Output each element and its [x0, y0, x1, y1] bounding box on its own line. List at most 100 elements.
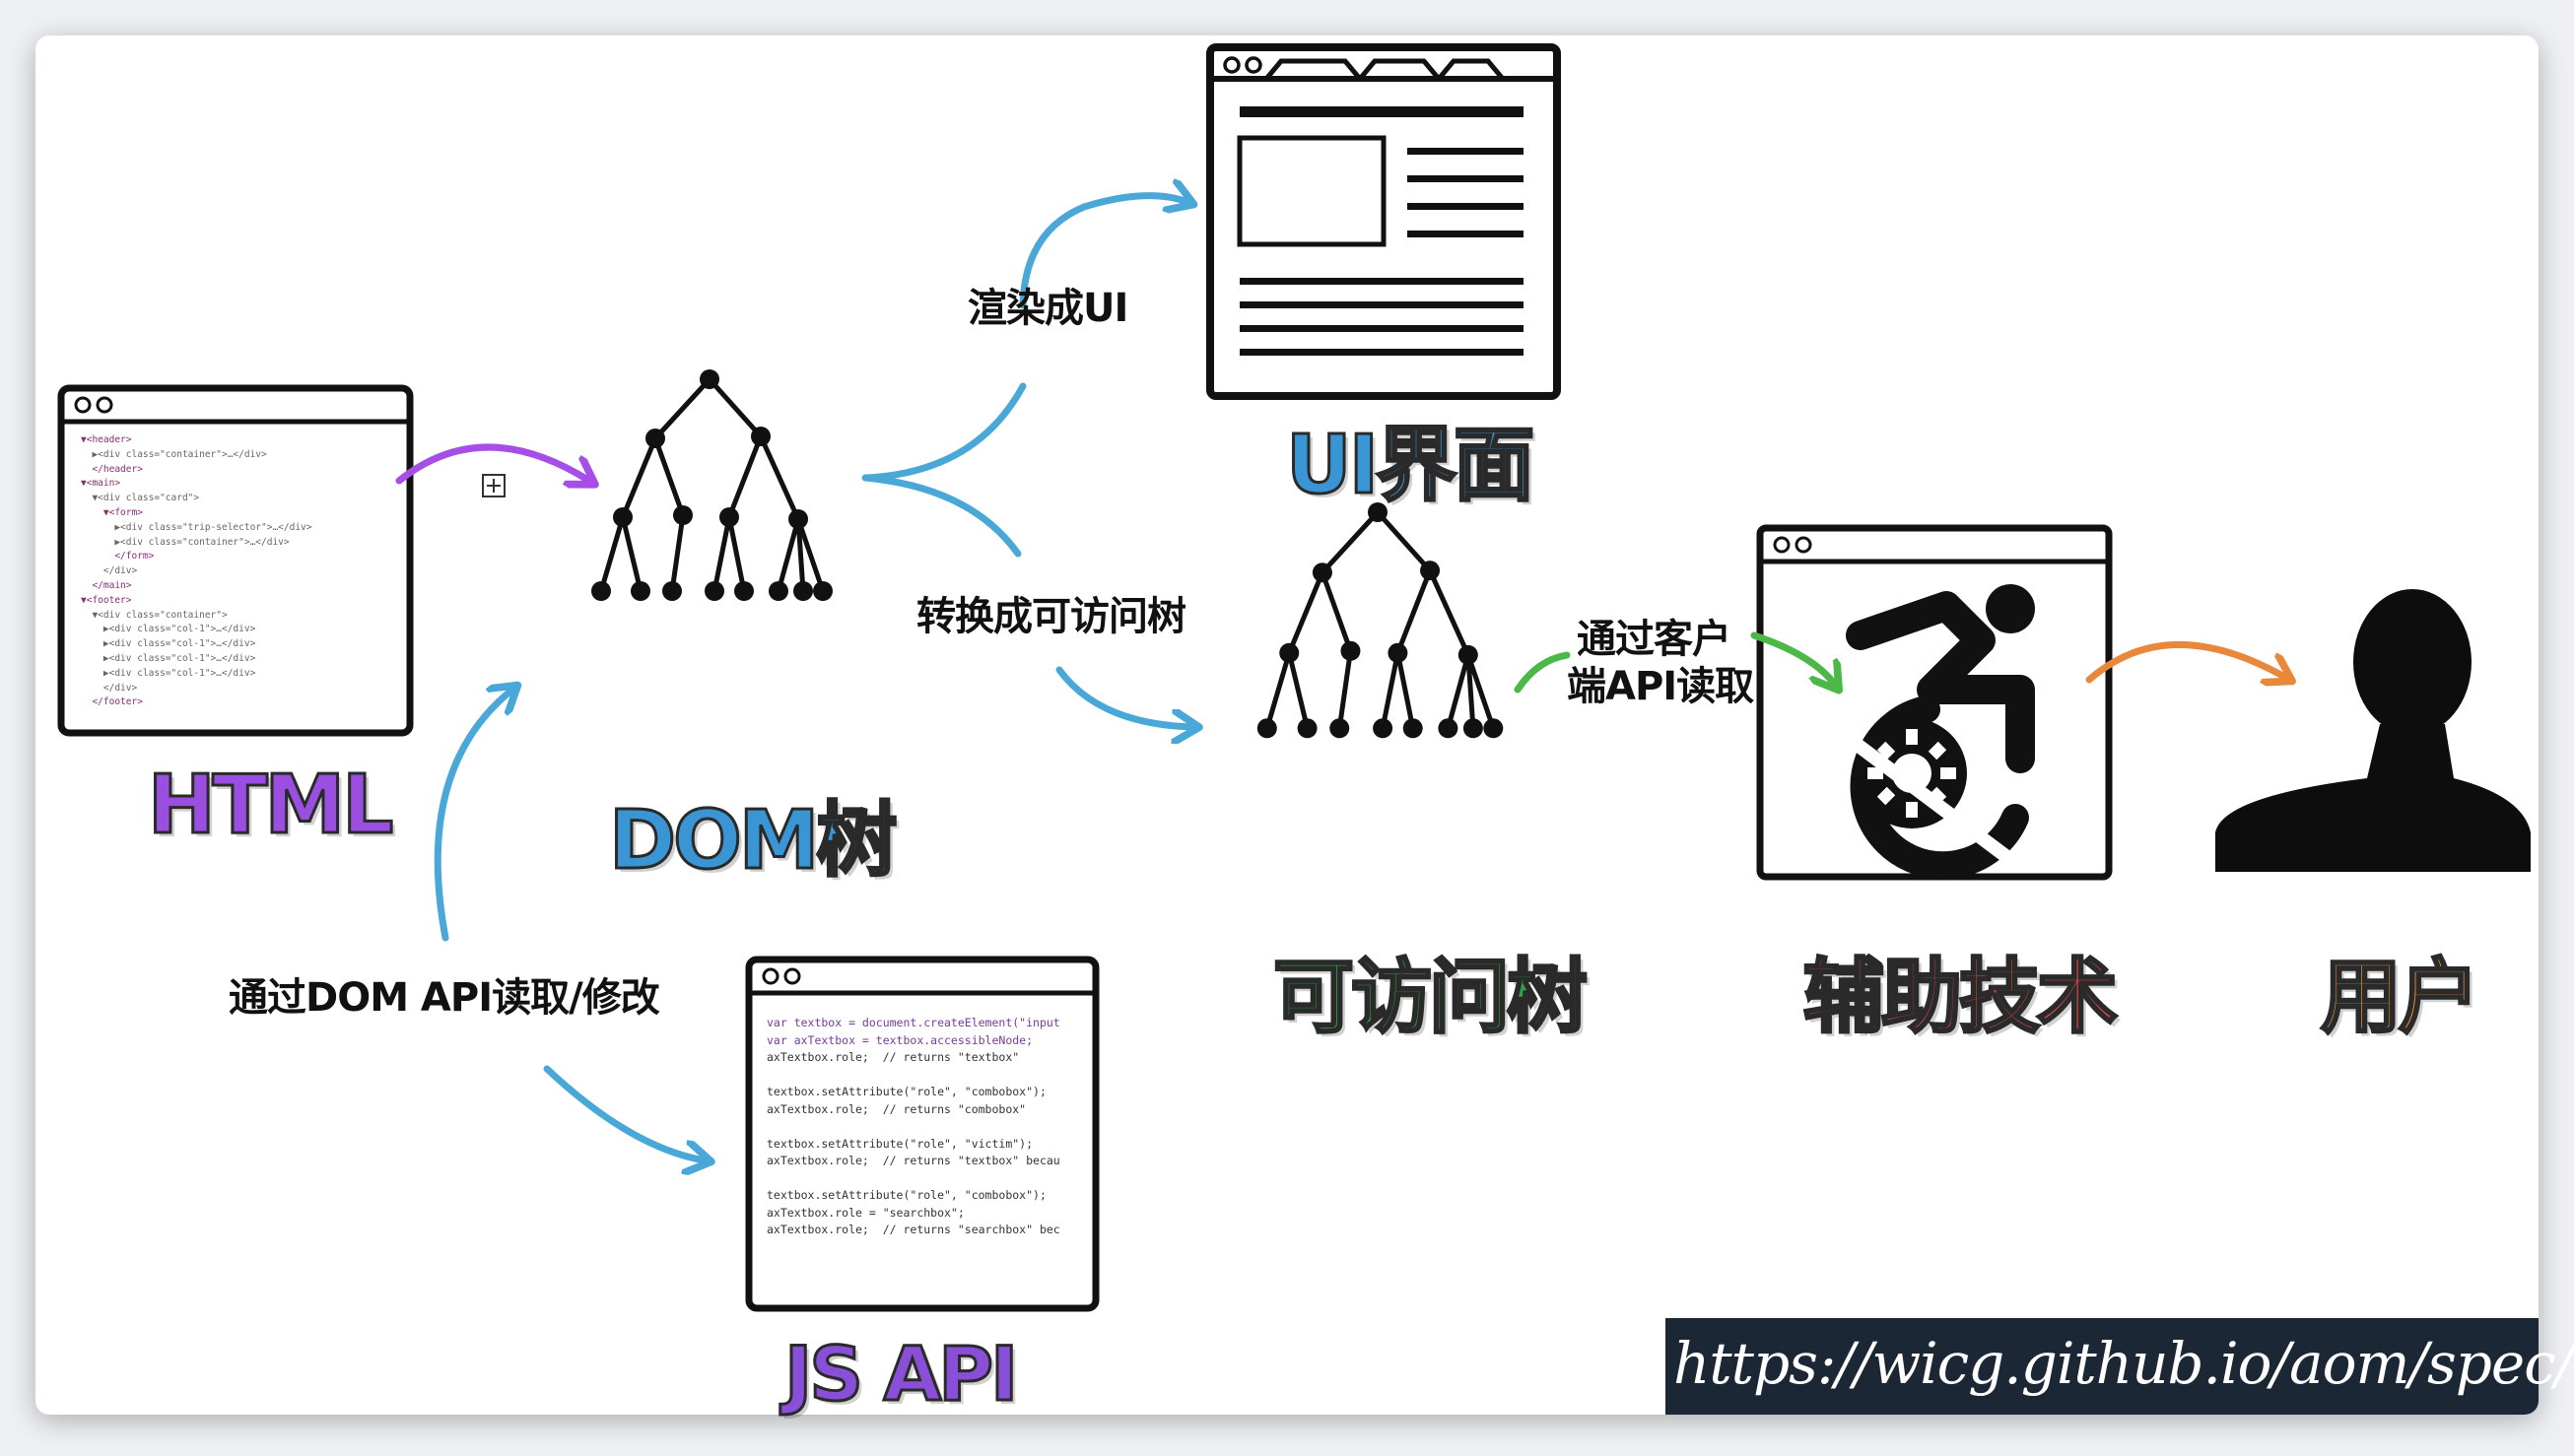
js-to-dom-arrow — [434, 690, 512, 942]
html-source-code: ▼<header> ▶<div class="container">…</div… — [81, 433, 396, 729]
wheelchair-icon — [1818, 584, 2035, 880]
code-line — [767, 1170, 1097, 1188]
tree-node — [1373, 718, 1393, 739]
tree-node — [1483, 718, 1504, 739]
tree-edge — [726, 514, 747, 594]
tree-node — [673, 505, 693, 525]
code-line: axTextbox.role; // returns "combobox" — [767, 1101, 1027, 1116]
tree-edge — [711, 514, 732, 594]
tree-node — [719, 507, 739, 527]
tree-edge — [1394, 567, 1433, 656]
tree-edge — [598, 514, 626, 594]
dom-api-read-modify-label: 通过DOM API读取/修改 — [229, 975, 660, 1021]
tree-edge — [1394, 650, 1416, 731]
code-line: ▼<form> — [81, 506, 143, 518]
tree-node — [734, 581, 754, 601]
tree-edge — [1320, 569, 1353, 654]
convert-to-ax-label: 转换成可访问树 — [916, 594, 1186, 639]
code-line: ▼<footer> — [81, 594, 132, 606]
code-line: </header> — [81, 463, 143, 475]
tree-node — [645, 429, 665, 448]
ax-tree-icon — [1256, 502, 1504, 739]
code-line: </form> — [81, 551, 155, 563]
dom-to-js-arrow — [543, 1065, 705, 1160]
code-line: var axTextbox = textbox.accessibleNode; — [767, 1032, 1034, 1047]
tree-node — [769, 581, 788, 601]
tree-edge — [1465, 652, 1496, 731]
tree-edge — [1336, 648, 1353, 731]
ax-tree-label: 可访问树 — [1271, 950, 1589, 1046]
tree-node — [788, 509, 808, 529]
code-line: axTextbox.role = "searchbox"; — [767, 1205, 965, 1220]
code-line: ▶<div class="col-1">…</div> — [81, 624, 256, 635]
tree-node — [631, 581, 650, 601]
tree-edge — [1264, 650, 1292, 731]
tree-node — [1462, 718, 1483, 739]
tree-node — [1329, 718, 1350, 739]
js-api-code: var textbox = document.createElement("in… — [767, 1015, 1097, 1300]
tree-node — [591, 581, 611, 601]
dom-tree-label: DOM树 — [607, 793, 898, 890]
code-line: ▶<div class="trip-selector">…</div> — [81, 521, 312, 533]
ax-to-at-arrow-head — [1750, 631, 1835, 685]
tree-edge — [1445, 652, 1471, 731]
tree-edge — [669, 512, 686, 594]
tree-node — [793, 581, 813, 601]
code-line: ▶<div class="col-1">…</div> — [81, 667, 256, 679]
code-line: ▶<div class="container">…</div> — [81, 536, 290, 548]
code-line — [767, 1067, 1097, 1085]
code-line: textbox.setAttribute("role", "combobox")… — [767, 1085, 1047, 1098]
at-to-user-arrow — [2085, 641, 2286, 680]
tree-node — [813, 581, 833, 601]
dom-tree-icon — [591, 369, 833, 601]
tree-node — [1256, 718, 1277, 739]
html-to-dom-arrow — [395, 443, 589, 481]
tree-node — [1312, 563, 1332, 583]
code-line: </div> — [81, 682, 138, 694]
tree-edge — [620, 514, 644, 594]
tree-edge — [707, 376, 764, 439]
code-line: </div> — [81, 565, 138, 577]
tree-edge — [1286, 569, 1325, 656]
code-line: ▼<main> — [81, 478, 121, 490]
tree-node — [613, 507, 633, 527]
code-line: ▶<div class="container">…</div> — [81, 448, 267, 460]
ax-to-at-arrow — [1514, 651, 1571, 694]
tree-edge — [795, 516, 826, 594]
code-line: axTextbox.role; // returns "textbox" — [767, 1050, 1020, 1064]
tree-node — [1368, 502, 1388, 522]
tree-node — [1457, 644, 1478, 665]
js-api-label: JS API — [782, 1329, 1019, 1420]
tree-edge — [758, 433, 801, 522]
tree-node — [751, 427, 771, 446]
user-label: 用户 — [2319, 950, 2480, 1046]
tree-node — [1438, 718, 1458, 739]
tree-edge — [1380, 650, 1400, 731]
tree-node — [1388, 642, 1408, 663]
tree-node — [1402, 718, 1423, 739]
ui-label: UI界面 — [1284, 418, 1535, 514]
code-line: textbox.setAttribute("role", "combobox")… — [767, 1188, 1047, 1202]
code-line: ▶<div class="col-1">…</div> — [81, 638, 256, 650]
dom-to-ui-arrow — [1019, 196, 1187, 309]
ui-page-icon — [1206, 43, 1561, 400]
tree-node — [662, 581, 682, 601]
html-window-icon — [57, 384, 414, 737]
client-api-read-label-1: 通过客户 — [1577, 617, 1731, 662]
assistive-tech-label: 辅助技术 — [1801, 950, 2119, 1046]
dom-to-ax-arrow — [1055, 666, 1192, 727]
code-line: var textbox = document.createElement("in… — [767, 1016, 1060, 1029]
tree-edge — [795, 516, 806, 594]
html-label: HTML — [146, 758, 394, 854]
spec-url[interactable]: https://wicg.github.io/aom/spec/ — [1673, 1330, 2574, 1397]
tree-edge — [1465, 652, 1476, 731]
code-line: textbox.setAttribute("role", "victim"); — [767, 1136, 1034, 1151]
tree-edge — [1320, 509, 1381, 575]
code-line: axTextbox.role; // returns "textbox" bec… — [767, 1154, 1060, 1167]
code-line: ▼<div class="container"> — [81, 609, 228, 621]
tree-edge — [652, 435, 686, 518]
tree-node — [1340, 640, 1361, 661]
tree-edge — [776, 516, 801, 594]
